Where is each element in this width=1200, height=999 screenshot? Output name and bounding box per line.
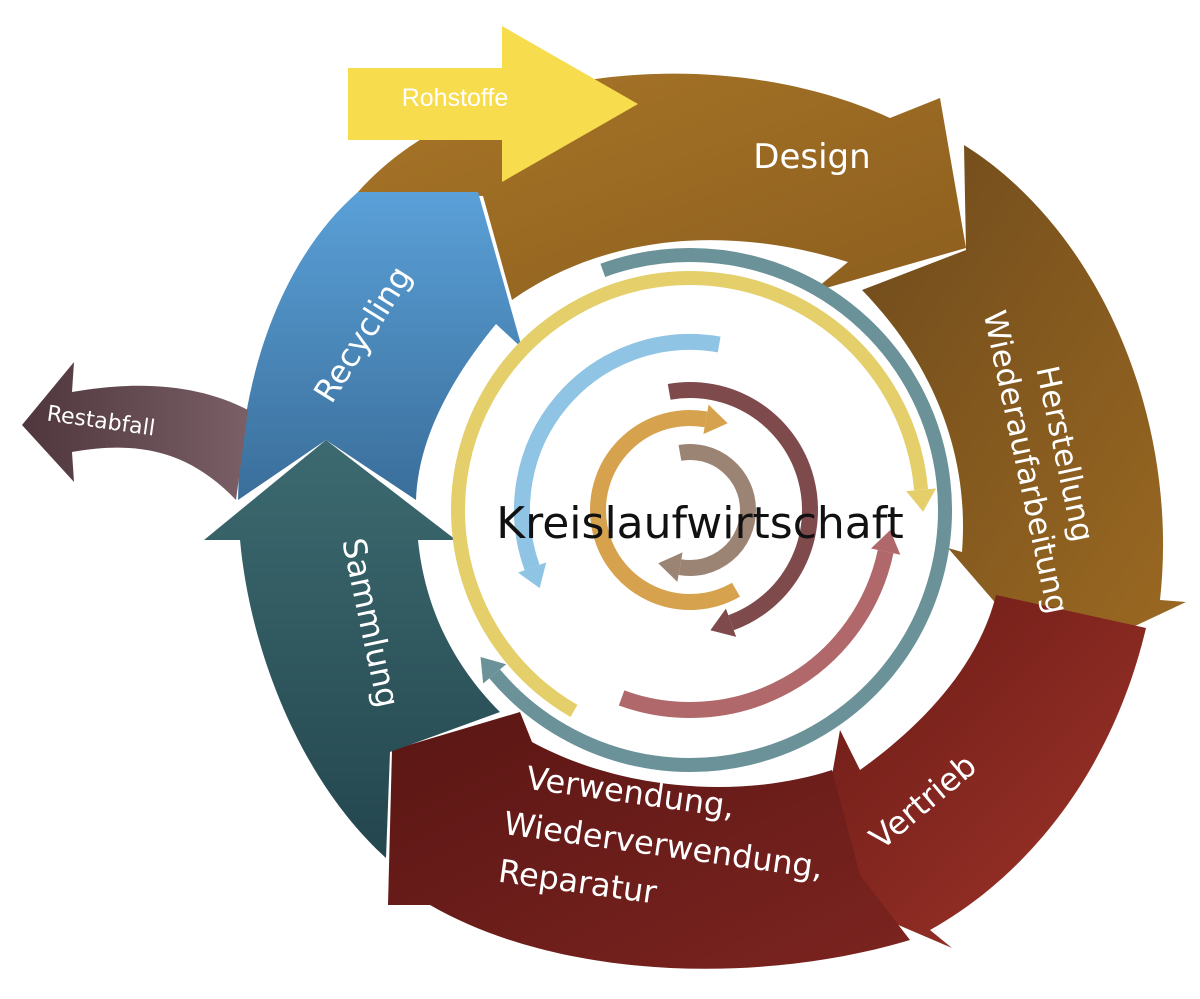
production-stage-arrow [862, 145, 1186, 666]
raw-materials-label: Rohstoffe [402, 84, 509, 112]
swirl-teal-arrowhead [480, 657, 507, 684]
collection-stage-arrow [204, 440, 500, 858]
swirl-rose-arc [618, 549, 894, 718]
swirl-taupe-arc [678, 444, 756, 576]
swirl-yellow-arc [451, 271, 929, 717]
swirl-taupe-arrowhead [658, 552, 683, 582]
swirl-brown-arrowhead [710, 608, 737, 637]
use-stage-arrow [388, 712, 910, 969]
design-label: Design [753, 137, 870, 177]
center-title: Kreislaufwirtschaft [496, 498, 903, 549]
swirl-teal-arc [489, 248, 952, 772]
distribution-stage-arrow [812, 595, 1146, 948]
inner-swirl [451, 248, 952, 772]
swirl-rose-arrowhead [870, 530, 901, 555]
swirl-blue-arc [514, 334, 721, 571]
swirl-orange-arrowhead [703, 404, 728, 435]
swirl-orange-arc [590, 410, 740, 610]
swirl-brown-arc [667, 382, 818, 631]
swirl-yellow-arrowhead [906, 488, 937, 512]
swirl-blue-arrowhead [518, 562, 547, 589]
raw-materials-arrow [348, 26, 638, 182]
residual-waste-arrow [22, 362, 248, 500]
recycling-stage-arrow [238, 192, 522, 500]
